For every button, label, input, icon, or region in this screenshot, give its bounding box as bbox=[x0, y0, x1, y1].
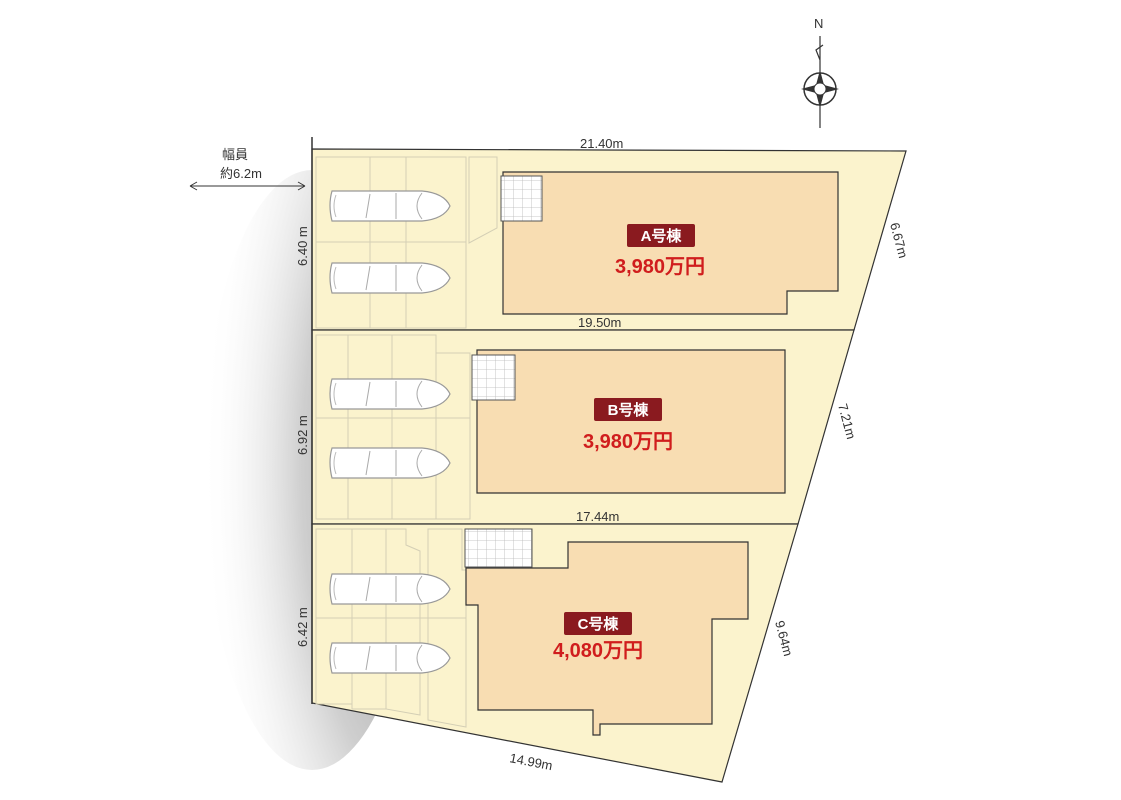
compass-rose: N bbox=[801, 16, 839, 128]
lot-c-car-1 bbox=[329, 573, 451, 605]
north-label: N bbox=[814, 16, 823, 31]
dim-b-left: 6.92 m bbox=[295, 415, 310, 455]
dim-a-right: 6.67m bbox=[887, 221, 911, 260]
road-width-note: 幅員 約6.2m bbox=[189, 147, 306, 191]
lot-c[interactable]: C号棟 4,080万円 bbox=[311, 523, 799, 783]
lot-c-car-2 bbox=[329, 642, 451, 674]
lot-b-parking bbox=[315, 334, 471, 520]
dim-c-left: 6.42 m bbox=[295, 607, 310, 647]
dim-a-b-border: 19.50m bbox=[578, 315, 621, 330]
dim-a-left: 6.40 m bbox=[295, 226, 310, 266]
road-width-value: 約6.2m bbox=[220, 166, 262, 181]
lot-c-badge-text: C号棟 bbox=[578, 615, 620, 633]
lot-a-badge-text: A号棟 bbox=[641, 227, 683, 245]
lot-a-parking bbox=[315, 156, 498, 329]
lot-b-badge bbox=[594, 398, 662, 421]
lot-b-car-2 bbox=[329, 447, 451, 479]
dim-b-right: 7.21m bbox=[835, 402, 859, 441]
lot-a-car-1 bbox=[329, 190, 451, 222]
lot-c-terrace bbox=[464, 528, 533, 568]
lot-a-car-2 bbox=[329, 262, 451, 294]
lot-b-car-1 bbox=[329, 378, 451, 410]
lot-b-terrace bbox=[471, 354, 516, 401]
lot-c-price: 4,080万円 bbox=[553, 640, 643, 662]
lot-a-price: 3,980万円 bbox=[615, 256, 705, 278]
lot-b-house bbox=[476, 349, 786, 494]
dim-top: 21.40m bbox=[580, 136, 623, 151]
road-width-label: 幅員 bbox=[222, 147, 248, 162]
dim-bottom: 14.99m bbox=[508, 750, 553, 773]
road-width-arrow-icon bbox=[189, 181, 306, 191]
lot-a-badge bbox=[627, 224, 695, 247]
lot-a-terrace bbox=[500, 175, 543, 222]
compass-center bbox=[813, 82, 827, 96]
lot-c-badge bbox=[564, 612, 632, 635]
lot-b[interactable]: B号棟 3,980万円 bbox=[311, 329, 855, 525]
lot-b-price: 3,980万円 bbox=[583, 431, 673, 453]
dim-c-right: 9.64m bbox=[772, 619, 796, 658]
lot-c-house bbox=[465, 541, 749, 736]
lot-b-badge-text: B号棟 bbox=[608, 401, 650, 419]
lot-c-parking bbox=[315, 528, 467, 728]
lot-a[interactable]: A号棟 3,980万円 bbox=[311, 148, 907, 331]
dim-b-c-border: 17.44m bbox=[576, 509, 619, 524]
